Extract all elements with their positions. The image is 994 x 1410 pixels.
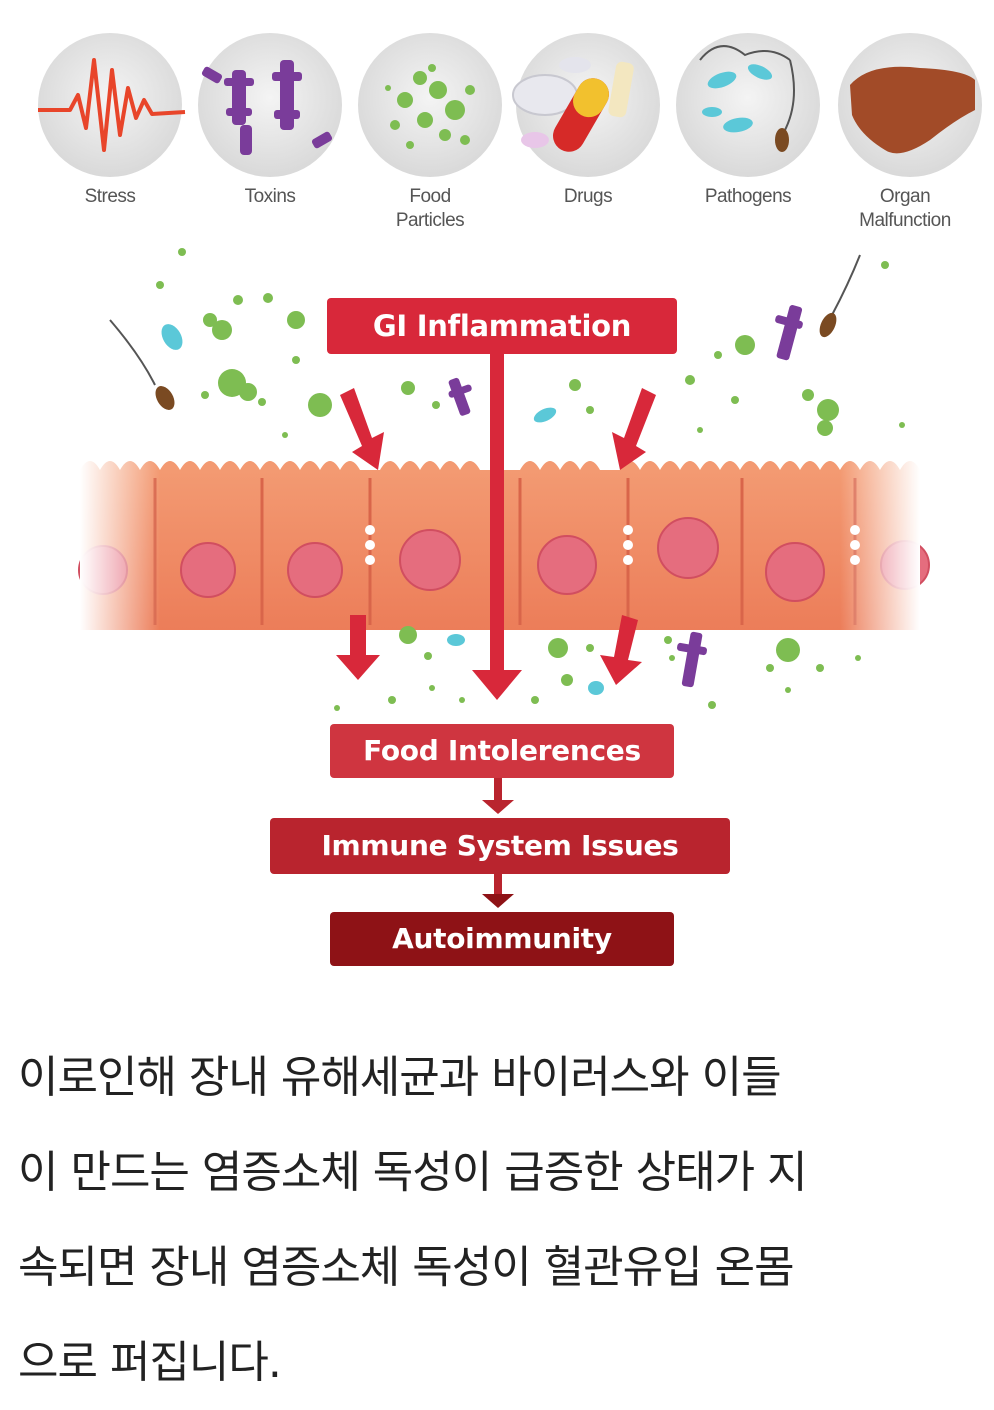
lumen-particles xyxy=(156,248,905,438)
caption-line-2: 이 만드는 염증소체 독성이 급증한 상태가 지 xyxy=(18,1147,808,1198)
cause-label-food-particles: Food Particles xyxy=(395,186,465,231)
flow-connectors xyxy=(482,778,514,908)
stress-waveform-icon xyxy=(38,58,186,152)
pills-icon xyxy=(512,57,634,152)
leak-arrows xyxy=(336,388,656,685)
toxins-circle xyxy=(198,33,342,177)
leaked-bacteria xyxy=(447,634,465,646)
cause-label-organ-malfunction: Organ Malfunction xyxy=(859,186,951,231)
liver-icon xyxy=(850,66,975,154)
bacteria-icon xyxy=(699,45,795,152)
food-particles-icon xyxy=(385,64,475,149)
food-intolerences-box: Food Intolerences xyxy=(330,724,674,778)
toxin-molecule-icon xyxy=(201,60,333,155)
cause-label-drugs: Drugs xyxy=(563,186,613,207)
diagram-artwork xyxy=(38,33,982,908)
caption-line-4: 으로 퍼집니다. xyxy=(18,1337,282,1388)
leaked-particles xyxy=(334,626,861,711)
caption-line-1: 이로인해 장내 유해세균과 바이러스와 이들 xyxy=(18,1052,782,1103)
cause-label-toxins: Toxins xyxy=(244,186,296,207)
leaked-toxin xyxy=(677,631,707,688)
caption-line-3: 속되면 장내 염증소체 독성이 혈관유입 온몸 xyxy=(18,1242,795,1293)
cause-label-pathogens: Pathogens xyxy=(704,186,792,207)
food-particles-circle xyxy=(358,33,502,177)
lumen-toxins xyxy=(448,305,803,416)
lumen-bacteria xyxy=(109,254,861,423)
gi-inflammation-box: GI Inflammation xyxy=(327,298,677,354)
central-arrow-head xyxy=(472,670,522,700)
cause-label-stress: Stress xyxy=(84,186,136,207)
autoimmunity-box: Autoimmunity xyxy=(330,912,674,966)
immune-system-issues-box: Immune System Issues xyxy=(270,818,730,874)
gut-inflammation-diagram: Stress Toxins Food Particles Drugs Patho… xyxy=(38,33,982,966)
caption-text: 이로인해 장내 유해세균과 바이러스와 이들 이 만드는 염증소체 독성이 급증… xyxy=(18,1030,978,1410)
central-arrow-stem xyxy=(490,352,504,672)
